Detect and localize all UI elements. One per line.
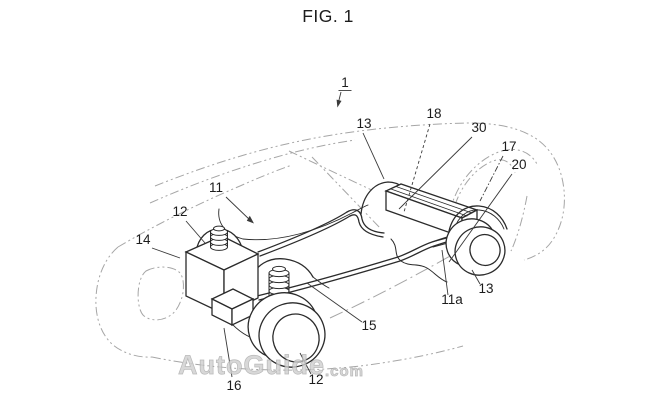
far-rail-line-2 — [259, 215, 351, 257]
leader-ref11 — [225, 196, 252, 222]
body-front-fascia — [95, 246, 153, 358]
far-frame-rail — [257, 209, 385, 257]
leader-ref11a — [441, 249, 449, 296]
chassis-platform — [184, 181, 508, 368]
leader-ref13-top — [362, 132, 385, 180]
spring-cap — [213, 225, 225, 232]
rear-suspension-member — [390, 238, 448, 283]
coil-spring-front — [210, 225, 228, 251]
ref-label-13-rear: 13 — [478, 281, 493, 296]
ref-label-30: 30 — [471, 120, 486, 135]
rear-pillar-line — [510, 195, 528, 252]
rear-hatch-arc-outer — [448, 149, 539, 218]
ref-label-11: 11 — [209, 180, 223, 195]
watermark-suffix: .com — [325, 363, 364, 380]
ref-label-14: 14 — [135, 232, 151, 247]
floor-far-edge — [242, 204, 369, 241]
ref-label-18: 18 — [426, 106, 441, 121]
leader-ref18 — [403, 123, 431, 213]
ref-label-20: 20 — [511, 157, 526, 172]
headlamp-outline — [137, 266, 184, 321]
far-rail-hook-1 — [346, 209, 385, 234]
car-body-phantom-outline — [95, 122, 565, 371]
rear-fender-lip-inner — [453, 209, 505, 231]
near-sill-line-1 — [256, 233, 459, 297]
ref-label-13-top: 13 — [356, 116, 371, 131]
leader-ref20 — [448, 173, 513, 263]
battery-pack-slat-1 — [390, 188, 468, 217]
ref-label-12-wheel: 12 — [308, 372, 323, 387]
front-wheel — [247, 292, 326, 368]
rear-hatch-arc-inner — [454, 159, 516, 206]
near-side-sill — [256, 233, 461, 301]
a-pillar-line — [288, 150, 381, 195]
watermark-name: AutoGuide — [178, 350, 325, 380]
leader-ref30 — [398, 136, 473, 210]
ref-label-1: 1 — [341, 75, 349, 90]
body-roofline — [154, 122, 565, 261]
rear-rim-opening — [469, 233, 501, 267]
leader-ref15 — [306, 282, 363, 323]
watermark-logo: AutoGuide.com — [178, 350, 364, 380]
c-pillar-line — [311, 156, 382, 230]
leader-ref16 — [223, 327, 233, 378]
front-rim-opening — [272, 313, 320, 363]
far-rail-hook-2 — [349, 214, 384, 238]
ref-label-11a: 11a — [441, 292, 463, 307]
body-hood-line — [117, 164, 293, 248]
battery-pack-slat-2 — [395, 186, 473, 214]
front-arch-joint-right — [312, 276, 330, 289]
ref-label-16: 16 — [226, 378, 241, 393]
leader-ref12-wheel — [299, 352, 312, 375]
ref-label-17: 17 — [501, 139, 516, 154]
figure-title: FIG. 1 — [302, 6, 354, 26]
leader-ref14 — [151, 247, 181, 259]
reference-labels: 1 13 18 30 17 20 11 12 14 15 11a 13 16 1… — [135, 75, 526, 393]
leader-ref17 — [479, 155, 504, 202]
far-rail-line-1 — [257, 211, 348, 253]
leader-ref13-rear — [471, 269, 481, 285]
rear-fender-lip-outer — [448, 205, 508, 232]
rear-wheel — [445, 218, 506, 276]
ref-label-15: 15 — [361, 318, 376, 333]
leader-ref11-arrowhead — [246, 215, 254, 224]
leader-ref12-front — [185, 220, 206, 244]
leader-ref1-arrowhead — [336, 99, 342, 108]
leader-lines — [151, 90, 513, 378]
near-sill-line-2 — [258, 237, 461, 301]
spring-cap — [272, 265, 286, 273]
body-beltline — [149, 139, 356, 204]
ref-label-12-front: 12 — [172, 204, 187, 219]
